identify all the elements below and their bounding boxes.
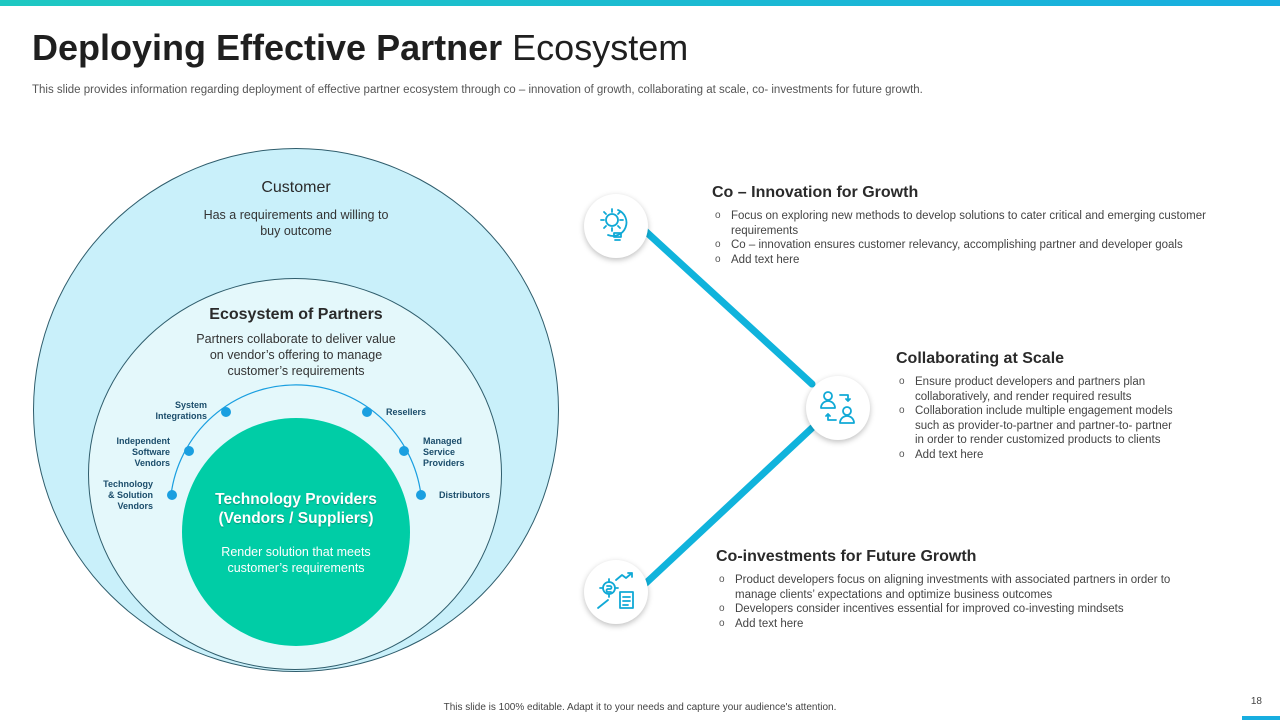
node-label-line: Technology	[103, 479, 153, 489]
bullet-line: Add text here	[731, 253, 800, 266]
bullet-line: in order to render customized products t…	[915, 434, 1161, 446]
list-item: Developers consider incentives essential…	[717, 602, 1237, 617]
partner-arc-line	[170, 384, 422, 496]
partners-desc-line: customer’s requirements	[227, 364, 365, 378]
list-item: Co – innovation ensures customer relevan…	[713, 238, 1253, 253]
partner-arc	[167, 384, 426, 500]
list-item: Collaboration include multiple engagemen…	[897, 404, 1237, 448]
node-label-line: Managed	[423, 436, 463, 446]
list-item: Add text here	[897, 448, 1237, 463]
node-label-line: System	[174, 400, 207, 410]
title-bold: Deploying Effective Partner	[32, 27, 503, 68]
node-label-line: & Solution	[108, 490, 153, 500]
bullet-line: Add text here	[915, 448, 984, 461]
partners-title: Ecosystem of Partners	[209, 306, 383, 323]
node-label-line: Vendors	[134, 458, 170, 468]
section-title-collaborating: Collaborating at Scale	[896, 350, 1065, 367]
node-label-line: Independent	[116, 436, 171, 446]
page-number: 18	[1250, 696, 1262, 707]
node-label-line: Software	[131, 447, 170, 457]
investment-growth-icon	[584, 560, 648, 624]
bullet-line: Ensure product developers and partners p…	[915, 376, 1146, 388]
node-label-line: Integrations	[155, 411, 207, 421]
node-dot-isv	[184, 446, 194, 456]
page-title: Deploying Effective Partner Ecosystem	[32, 26, 688, 70]
node-label-isv: Independent Software Vendors	[96, 436, 171, 469]
connector-bottom	[641, 424, 816, 588]
page-accent-bar	[1242, 716, 1280, 720]
bullets-co-innovation: Focus on exploring new methods to develo…	[713, 209, 1253, 267]
list-item: Add text here	[717, 617, 1237, 632]
section-title-co-investments: Co-investments for Future Growth	[716, 548, 977, 565]
bullet-line: Product developers focus on aligning inv…	[735, 574, 1171, 586]
customer-desc-line: Has a requirements and willing to	[203, 208, 389, 222]
providers-desc-line: customer’s requirements	[227, 561, 365, 575]
partners-desc-line: Partners collaborate to deliver value	[196, 332, 396, 346]
list-item: Product developers focus on aligning inv…	[717, 573, 1237, 602]
list-item: Focus on exploring new methods to develo…	[713, 209, 1253, 238]
bullet-line: collaboratively, and render required res…	[915, 390, 1132, 403]
providers-title-line: Technology Providers	[215, 491, 377, 508]
title-light: Ecosystem	[512, 27, 689, 68]
list-item: Add text here	[713, 253, 1253, 268]
bullet-line: Developers consider incentives essential…	[735, 603, 1124, 615]
bullets-collaborating: Ensure product developers and partners p…	[897, 375, 1237, 462]
providers-desc-line: Render solution that meets	[221, 545, 371, 559]
bullet-line: Collaboration include multiple engagemen…	[915, 405, 1173, 417]
providers-circle	[182, 418, 410, 646]
node-dot-msp	[399, 446, 409, 456]
bullet-line: Co – innovation ensures customer relevan…	[731, 239, 1183, 251]
providers-title-line: (Vendors / Suppliers)	[218, 510, 374, 527]
node-label-resellers: Resellers	[386, 407, 466, 418]
node-label-system-integrations: System Integrations	[130, 400, 207, 422]
node-label-tech-solution: Technology & Solution Vendors	[80, 479, 153, 512]
node-label-line: Resellers	[386, 407, 427, 417]
customer-desc-line: buy outcome	[260, 224, 332, 238]
users-exchange-icon	[806, 376, 870, 440]
bullets-co-investments: Product developers focus on aligning inv…	[717, 573, 1237, 631]
node-dot-tech-solution	[167, 490, 177, 500]
footer-note: This slide is 100% editable. Adapt it to…	[443, 702, 837, 713]
connector-top	[638, 224, 816, 388]
customer-title: Customer	[261, 179, 331, 196]
node-label-line: Providers	[423, 458, 465, 468]
bullet-line: Focus on exploring new methods to develo…	[731, 210, 1206, 222]
partners-desc: Partners collaborate to deliver value on…	[166, 331, 426, 379]
providers-title: Technology Providers (Vendors / Supplier…	[186, 490, 406, 528]
node-label-distributors: Distributors	[439, 490, 519, 501]
bullet-line: requirements	[731, 224, 799, 237]
node-dot-system-integrations	[221, 407, 231, 417]
bullet-line: such as provider-to-partner and partner-…	[915, 419, 1172, 432]
node-label-line: Vendors	[117, 501, 153, 511]
gear-lightbulb-icon	[584, 194, 648, 258]
section-title-co-innovation: Co – Innovation for Growth	[712, 184, 919, 201]
bullet-line: manage clients’ expectations and optimiz…	[735, 588, 1053, 601]
list-item: Ensure product developers and partners p…	[897, 375, 1237, 404]
page-subtitle: This slide provides information regardin…	[32, 84, 923, 96]
bullet-line: Add text here	[735, 617, 804, 630]
partners-desc-line: on vendor’s offering to manage	[209, 348, 383, 362]
node-dot-resellers	[362, 407, 372, 417]
node-label-line: Service	[423, 447, 456, 457]
node-label-msp: Managed Service Providers	[423, 436, 503, 469]
node-label-line: Distributors	[439, 490, 491, 500]
providers-desc: Render solution that meets customer’s re…	[196, 544, 396, 576]
customer-desc: Has a requirements and willing to buy ou…	[166, 207, 426, 239]
node-dot-distributors	[416, 490, 426, 500]
top-accent-bar	[0, 0, 1280, 6]
